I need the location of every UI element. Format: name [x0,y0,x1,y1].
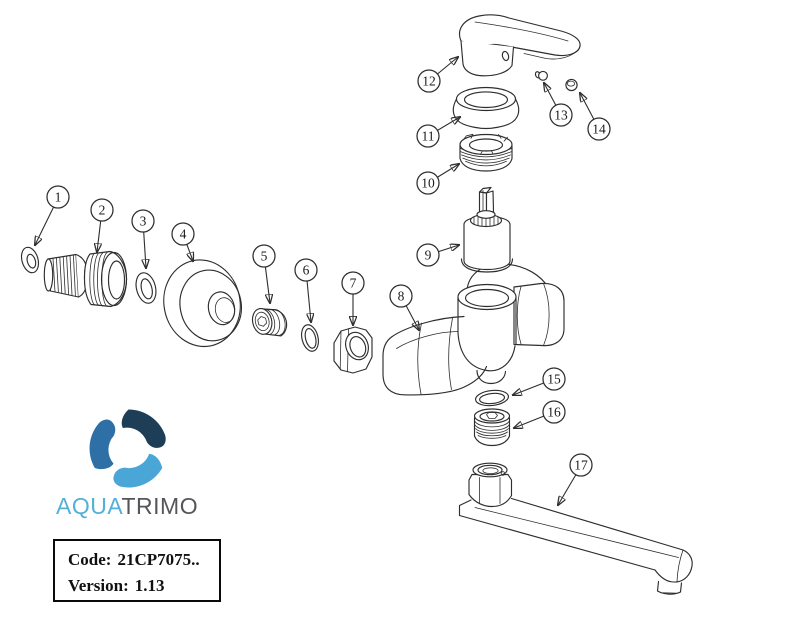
svg-text:16: 16 [547,405,561,420]
part-cartridge [460,186,514,273]
svg-text:4: 4 [180,227,187,242]
svg-text:1: 1 [55,190,62,205]
part-washer-1 [20,246,40,274]
svg-text:13: 13 [554,108,568,123]
callout-10: 10 [416,164,459,195]
logo-swirl-icon [89,409,166,488]
callout-6: 6 [294,258,318,322]
svg-text:12: 12 [422,74,436,89]
svg-text:8: 8 [398,289,405,304]
callout-16: 16 [514,400,566,428]
part-spout [458,462,693,595]
brand-wordmark: AQUATRIMO [56,493,198,520]
svg-text:17: 17 [574,458,588,473]
callout-12: 12 [417,57,458,93]
part-coupling-nut [333,326,373,374]
code-label: Code: [68,550,112,569]
brand-wordmark-aqua: AQUA [56,493,122,519]
version-line: Version:1.13 [68,573,219,599]
version-label: Version: [68,576,129,596]
part-wall-union [43,250,128,308]
code-line: Code: 21CP7075.. [68,547,219,573]
part-threaded-plug [251,307,288,337]
callout-11: 11 [416,117,460,148]
callout-9: 9 [416,243,459,267]
part-oring-15 [474,389,510,407]
part-faucet-body [382,263,565,396]
svg-text:7: 7 [350,276,357,291]
callout-2: 2 [90,198,114,252]
callout-8: 8 [389,284,419,330]
part-grub-screw [534,70,548,81]
info-box: Code: 21CP7075.. Version:1.13 [53,539,221,602]
part-escutcheon [163,259,242,348]
callout-14: 14 [580,93,611,141]
callout-13: 13 [544,83,573,127]
svg-text:15: 15 [547,372,561,387]
brand-wordmark-trimo: TRIMO [121,493,199,519]
svg-text:10: 10 [421,176,435,191]
svg-text:14: 14 [592,122,606,137]
version-value: 1.13 [134,576,165,596]
svg-text:3: 3 [140,214,147,229]
callout-1: 1 [35,185,70,245]
callout-3: 3 [131,209,155,268]
part-dome-ring [452,86,520,130]
part-threaded-adapter [473,408,511,447]
part-oring-6 [301,324,319,352]
callout-4: 4 [171,222,195,261]
svg-text:9: 9 [425,248,432,263]
code-value: 21CP7075.. [117,550,200,569]
callout-17: 17 [558,453,593,505]
svg-text:5: 5 [261,249,268,264]
svg-text:2: 2 [99,203,106,218]
svg-text:6: 6 [303,263,310,278]
callout-7: 7 [341,271,365,325]
part-handle [459,14,581,77]
callout-5: 5 [252,244,276,303]
svg-text:11: 11 [422,129,435,144]
part-cover-cap [565,78,578,92]
part-ring-nut [459,133,513,172]
callout-15: 15 [513,367,566,395]
part-washer-3 [135,272,157,304]
